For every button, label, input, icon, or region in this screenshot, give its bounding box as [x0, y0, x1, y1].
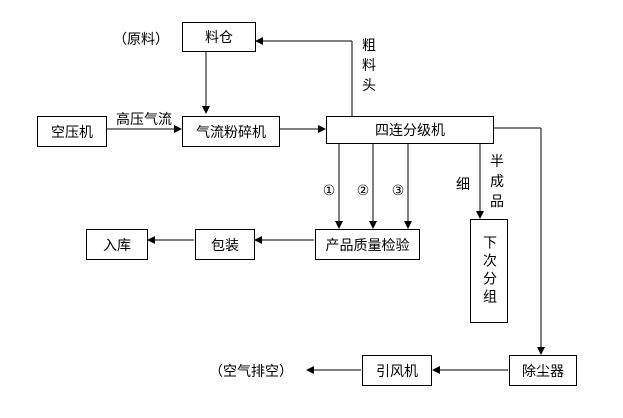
- stream-1-marker: ①: [322, 183, 336, 199]
- quality-check-box: 产品质量检验: [315, 229, 420, 260]
- classifier-box: 四连分级机: [326, 116, 494, 144]
- storage-label: 入库: [103, 237, 131, 254]
- storage-box: 入库: [86, 229, 148, 260]
- classifier-label: 四连分级机: [375, 123, 445, 139]
- stream-3-marker: ③: [391, 183, 405, 199]
- silo-label: 料仓: [205, 30, 233, 46]
- fine-label: 细: [456, 177, 470, 193]
- jet-mill-label: 气流粉碎机: [196, 124, 266, 141]
- air-compressor-box: 空压机: [37, 116, 107, 147]
- packing-box: 包装: [195, 229, 255, 260]
- dust-collector-box: 除尘器: [509, 355, 577, 386]
- air-compressor-label: 空压机: [51, 124, 93, 141]
- raw-material-label: （原料）: [113, 32, 169, 48]
- induced-fan-box: 引风机: [362, 355, 432, 386]
- next-group-box: 下次分组: [470, 219, 508, 323]
- silo-box: 料仓: [182, 22, 256, 52]
- coarse-head-label: 粗料头: [362, 38, 376, 94]
- semi-product-label: 半成品: [490, 154, 504, 210]
- next-group-label: 下次分组: [481, 235, 497, 307]
- high-pressure-air-label: 高压气流: [116, 112, 172, 128]
- induced-fan-label: 引风机: [376, 363, 418, 380]
- dust-collector-label: 除尘器: [522, 363, 564, 380]
- stream-2-marker: ②: [356, 183, 370, 199]
- exhaust-label: （空气排空）: [209, 364, 293, 380]
- packing-label: 包装: [211, 237, 239, 254]
- quality-check-label: 产品质量检验: [325, 237, 410, 254]
- jet-mill-box: 气流粉碎机: [182, 116, 280, 147]
